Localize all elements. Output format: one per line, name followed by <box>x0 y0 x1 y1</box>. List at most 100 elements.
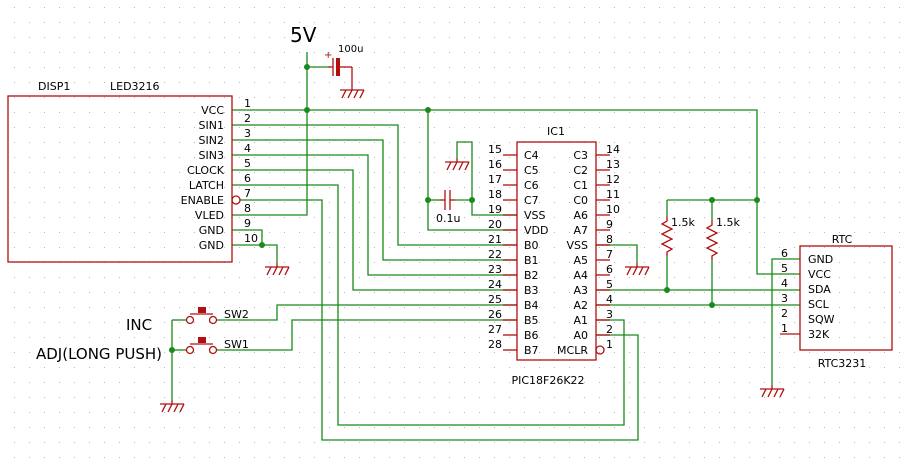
capacitor-100u-value: 100u <box>338 44 363 55</box>
ground-icon <box>445 158 470 171</box>
display-pin-number: 9 <box>244 217 251 230</box>
switch-sw2-ref: SW2 <box>224 308 249 321</box>
wire-5v-vled <box>232 52 308 216</box>
mcu-body <box>516 141 597 361</box>
ground-icon <box>265 263 290 276</box>
junctions <box>169 64 760 353</box>
mcu-pin-name: VSS <box>567 239 589 252</box>
display-pin-number: 3 <box>244 127 251 140</box>
enable-inversion-bubble <box>231 195 241 205</box>
display-pin-name: ENABLE <box>181 194 224 207</box>
mcu-pin-number: 4 <box>606 293 613 306</box>
grid-dots <box>14 7 900 458</box>
mcu-pin-number: 2 <box>606 323 613 336</box>
capacitor-0.1u: 0.1u <box>436 190 460 225</box>
mcu-pin-name: VDD <box>524 224 548 237</box>
capacitor-100u: + 100u <box>324 44 363 86</box>
mcu-pin-name: B1 <box>524 254 539 267</box>
wire-sin1 <box>232 124 517 246</box>
rtc-pin-name: 32K <box>808 328 830 341</box>
rtc-pin-number: 4 <box>781 277 788 290</box>
display-pin-number: 6 <box>244 172 251 185</box>
wire-clock <box>232 169 517 291</box>
mcu-pin-name: A6 <box>573 209 588 222</box>
mcu-pin-name: A5 <box>573 254 588 267</box>
display-pin-number: 7 <box>244 187 251 200</box>
display-pin-number: 10 <box>244 232 258 245</box>
display-pin-number: 5 <box>244 157 251 170</box>
ground-icon <box>625 263 650 276</box>
display-pin-number: 4 <box>244 142 251 155</box>
mcu-pin-number: 26 <box>488 308 502 321</box>
rtc-pin-name: VCC <box>808 268 831 281</box>
display-pin-number: 8 <box>244 202 251 215</box>
mcu-pin-number: 8 <box>606 233 613 246</box>
wire-gnd9 <box>232 229 263 245</box>
mcu-pin-name: C0 <box>573 194 588 207</box>
display-pin-name: VLED <box>195 209 224 222</box>
mcu-pin-number: 5 <box>606 278 613 291</box>
resistor-r2-value: 1.5k <box>716 216 740 229</box>
mcu-pin-number: 11 <box>606 188 620 201</box>
mcu-pin-number: 22 <box>488 248 502 261</box>
mcu-pin-number: 27 <box>488 323 502 336</box>
mcu-pin-name: A7 <box>573 224 588 237</box>
polarity-plus: + <box>324 50 332 61</box>
rtc-pin-number: 3 <box>781 292 788 305</box>
mcu-pin-number: 25 <box>488 293 502 306</box>
mcu-pin-name: C5 <box>524 164 539 177</box>
display-pins: VCC1SIN12SIN23SIN34CLOCK5LATCH6ENABLE7VL… <box>181 97 258 252</box>
mcu-pin-name: A3 <box>573 284 588 297</box>
mcu-pin-number: 3 <box>606 308 613 321</box>
mcu-pin-number: 6 <box>606 263 613 276</box>
mcu-ref: IC1 <box>547 125 565 138</box>
rtc-pin-number: 5 <box>781 262 788 275</box>
mcu-pin-name: B6 <box>524 329 539 342</box>
display-pin-name: GND <box>199 239 224 252</box>
rtc-pin-name: GND <box>808 253 833 266</box>
mcu-pin-number: 12 <box>606 173 620 186</box>
mcu-pin-number: 14 <box>606 143 620 156</box>
wires <box>171 52 800 441</box>
display-body <box>7 95 233 263</box>
wire-sin3 <box>232 154 517 276</box>
switch-sw1-label: ADJ(LONG PUSH) <box>36 345 162 363</box>
mcu-pin-name: C1 <box>573 179 588 192</box>
display-module: DISP1 LED3216 VCC1SIN12SIN23SIN34CLOCK5L… <box>7 80 258 263</box>
mcu-pin-name: C7 <box>524 194 539 207</box>
mcu-pin-name: A0 <box>573 329 588 342</box>
display-pin-number: 2 <box>244 112 251 125</box>
mcu-pin-name: A4 <box>573 269 588 282</box>
wire-vss19 <box>455 199 517 216</box>
wire-sin2 <box>232 139 517 261</box>
resistor-r2: 1.5k <box>705 216 740 260</box>
wire-sw1 <box>217 319 517 351</box>
wire-vcc-rail <box>232 109 800 275</box>
mcu-pin-name: C2 <box>573 164 588 177</box>
rtc-pin-number: 2 <box>781 307 788 320</box>
junction <box>425 197 431 203</box>
rtc-ref: RTC <box>832 233 853 246</box>
mcu-pin-name: B2 <box>524 269 539 282</box>
mcu-pin-number: 1 <box>606 338 613 351</box>
display-pin-number: 1 <box>244 97 251 110</box>
mcu-pin-number: 20 <box>488 218 502 231</box>
wire-sw2 <box>217 304 517 321</box>
mclr-inversion-bubble <box>595 345 605 355</box>
rtc-part: RTC3231 <box>818 357 867 370</box>
mcu-pin-number: 19 <box>488 203 502 216</box>
mcu-pin-name: C6 <box>524 179 539 192</box>
rtc-pin-name: SDA <box>808 283 831 296</box>
junction <box>469 197 475 203</box>
display-pin-name: GND <box>199 224 224 237</box>
mcu-pins: C415C516C617C718VSS19VDD20B021B122B223B3… <box>488 143 620 357</box>
ground-symbols <box>160 86 785 413</box>
mcu-pin-name: B4 <box>524 299 539 312</box>
ground-icon <box>340 86 365 99</box>
junction <box>304 107 310 113</box>
mcu-pin-number: 16 <box>488 158 502 171</box>
junction <box>259 242 265 248</box>
junction <box>754 197 760 203</box>
mcu-pin-name: C3 <box>573 149 588 162</box>
